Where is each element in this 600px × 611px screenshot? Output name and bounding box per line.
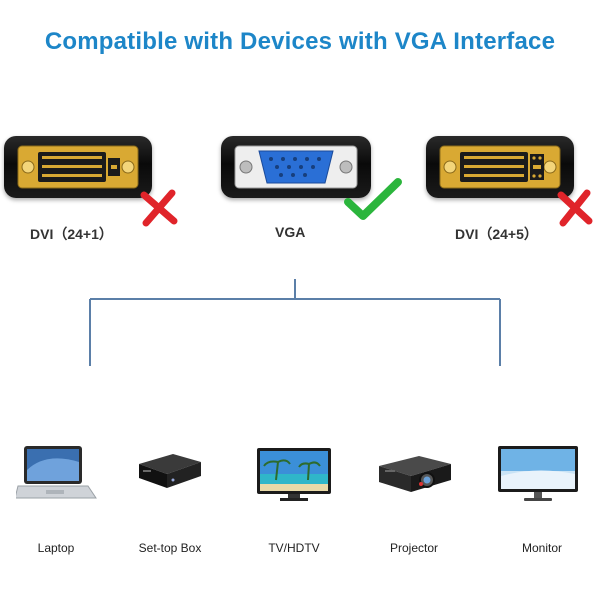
cross-icon bbox=[557, 189, 593, 227]
dvi-24-5-port bbox=[426, 136, 574, 198]
device-label-monitor: Monitor bbox=[521, 541, 563, 555]
projector-icon bbox=[379, 456, 451, 492]
laptop-icon bbox=[16, 446, 97, 499]
dvi-24-5-label: DVI（24+5） bbox=[455, 226, 538, 242]
vga-label: VGA bbox=[275, 224, 306, 240]
dvi-24-1-label: DVI（24+1） bbox=[30, 226, 113, 242]
set-top-box-icon bbox=[139, 454, 201, 488]
dvi-24-1-port bbox=[4, 136, 152, 198]
device-label-set-top-box: Set-top Box bbox=[138, 541, 202, 555]
tv-icon bbox=[257, 448, 331, 501]
device-label-tv-hdtv: TV/HDTV bbox=[268, 541, 320, 555]
device-label-laptop: Laptop bbox=[37, 541, 75, 555]
page-title: Compatible with Devices with VGA Interfa… bbox=[44, 28, 556, 55]
device-label-projector: Projector bbox=[389, 541, 439, 555]
cross-icon bbox=[140, 189, 178, 227]
monitor-icon bbox=[498, 446, 578, 501]
checkmark-icon bbox=[344, 178, 402, 220]
vga-port bbox=[221, 136, 371, 198]
